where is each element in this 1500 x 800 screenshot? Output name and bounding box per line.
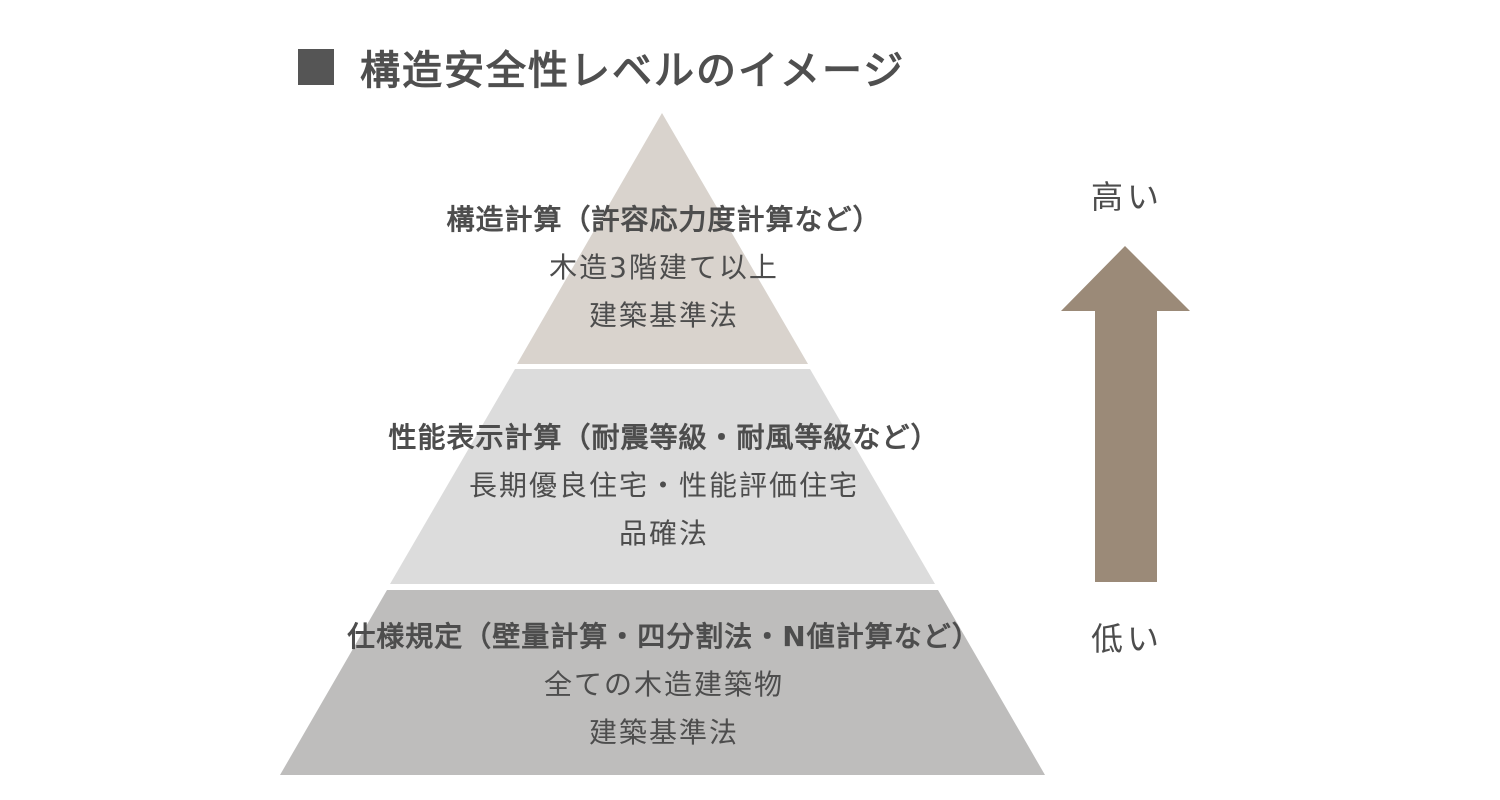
diagram-title: 構造安全性レベルのイメージ [298, 38, 905, 96]
tier-bottom-heading: 仕様規定（壁量計算・四分割法・N値計算など） [347, 620, 981, 653]
scale-high-label: 高い [1090, 178, 1163, 216]
tier-bottom-line-2: 建築基準法 [588, 716, 739, 749]
tier-top-text: 構造計算（許容応力度計算など） 木造3階建て以上 建築基準法 [260, 196, 1068, 340]
tier-bottom-line-1: 全ての木造建築物 [543, 668, 784, 701]
tier-top-heading: 構造計算（許容応力度計算など） [446, 203, 882, 236]
title-text: 構造安全性レベルのイメージ [360, 48, 906, 94]
title-square-icon [298, 49, 334, 85]
up-arrow-icon [1061, 246, 1190, 582]
tier-middle-heading: 性能表示計算（耐震等級・耐風等級など） [388, 421, 940, 454]
scale-low-label: 低い [1090, 620, 1163, 658]
pyramid-tier-bottom [280, 590, 1045, 775]
pyramid-tier-top [517, 113, 808, 364]
tier-bottom-text: 仕様規定（壁量計算・四分割法・N値計算など） 全ての木造建築物 建築基準法 [260, 613, 1068, 757]
tier-middle-line-1: 長期優良住宅・性能評価住宅 [468, 469, 859, 502]
pyramid-tier-middle [390, 369, 935, 584]
tier-top-line-1: 木造3階建て以上 [549, 251, 779, 284]
tier-middle-text: 性能表示計算（耐震等級・耐風等級など） 長期優良住宅・性能評価住宅 品確法 [260, 414, 1068, 558]
tier-middle-line-2: 品確法 [618, 517, 709, 550]
tier-top-line-2: 建築基準法 [588, 299, 739, 332]
